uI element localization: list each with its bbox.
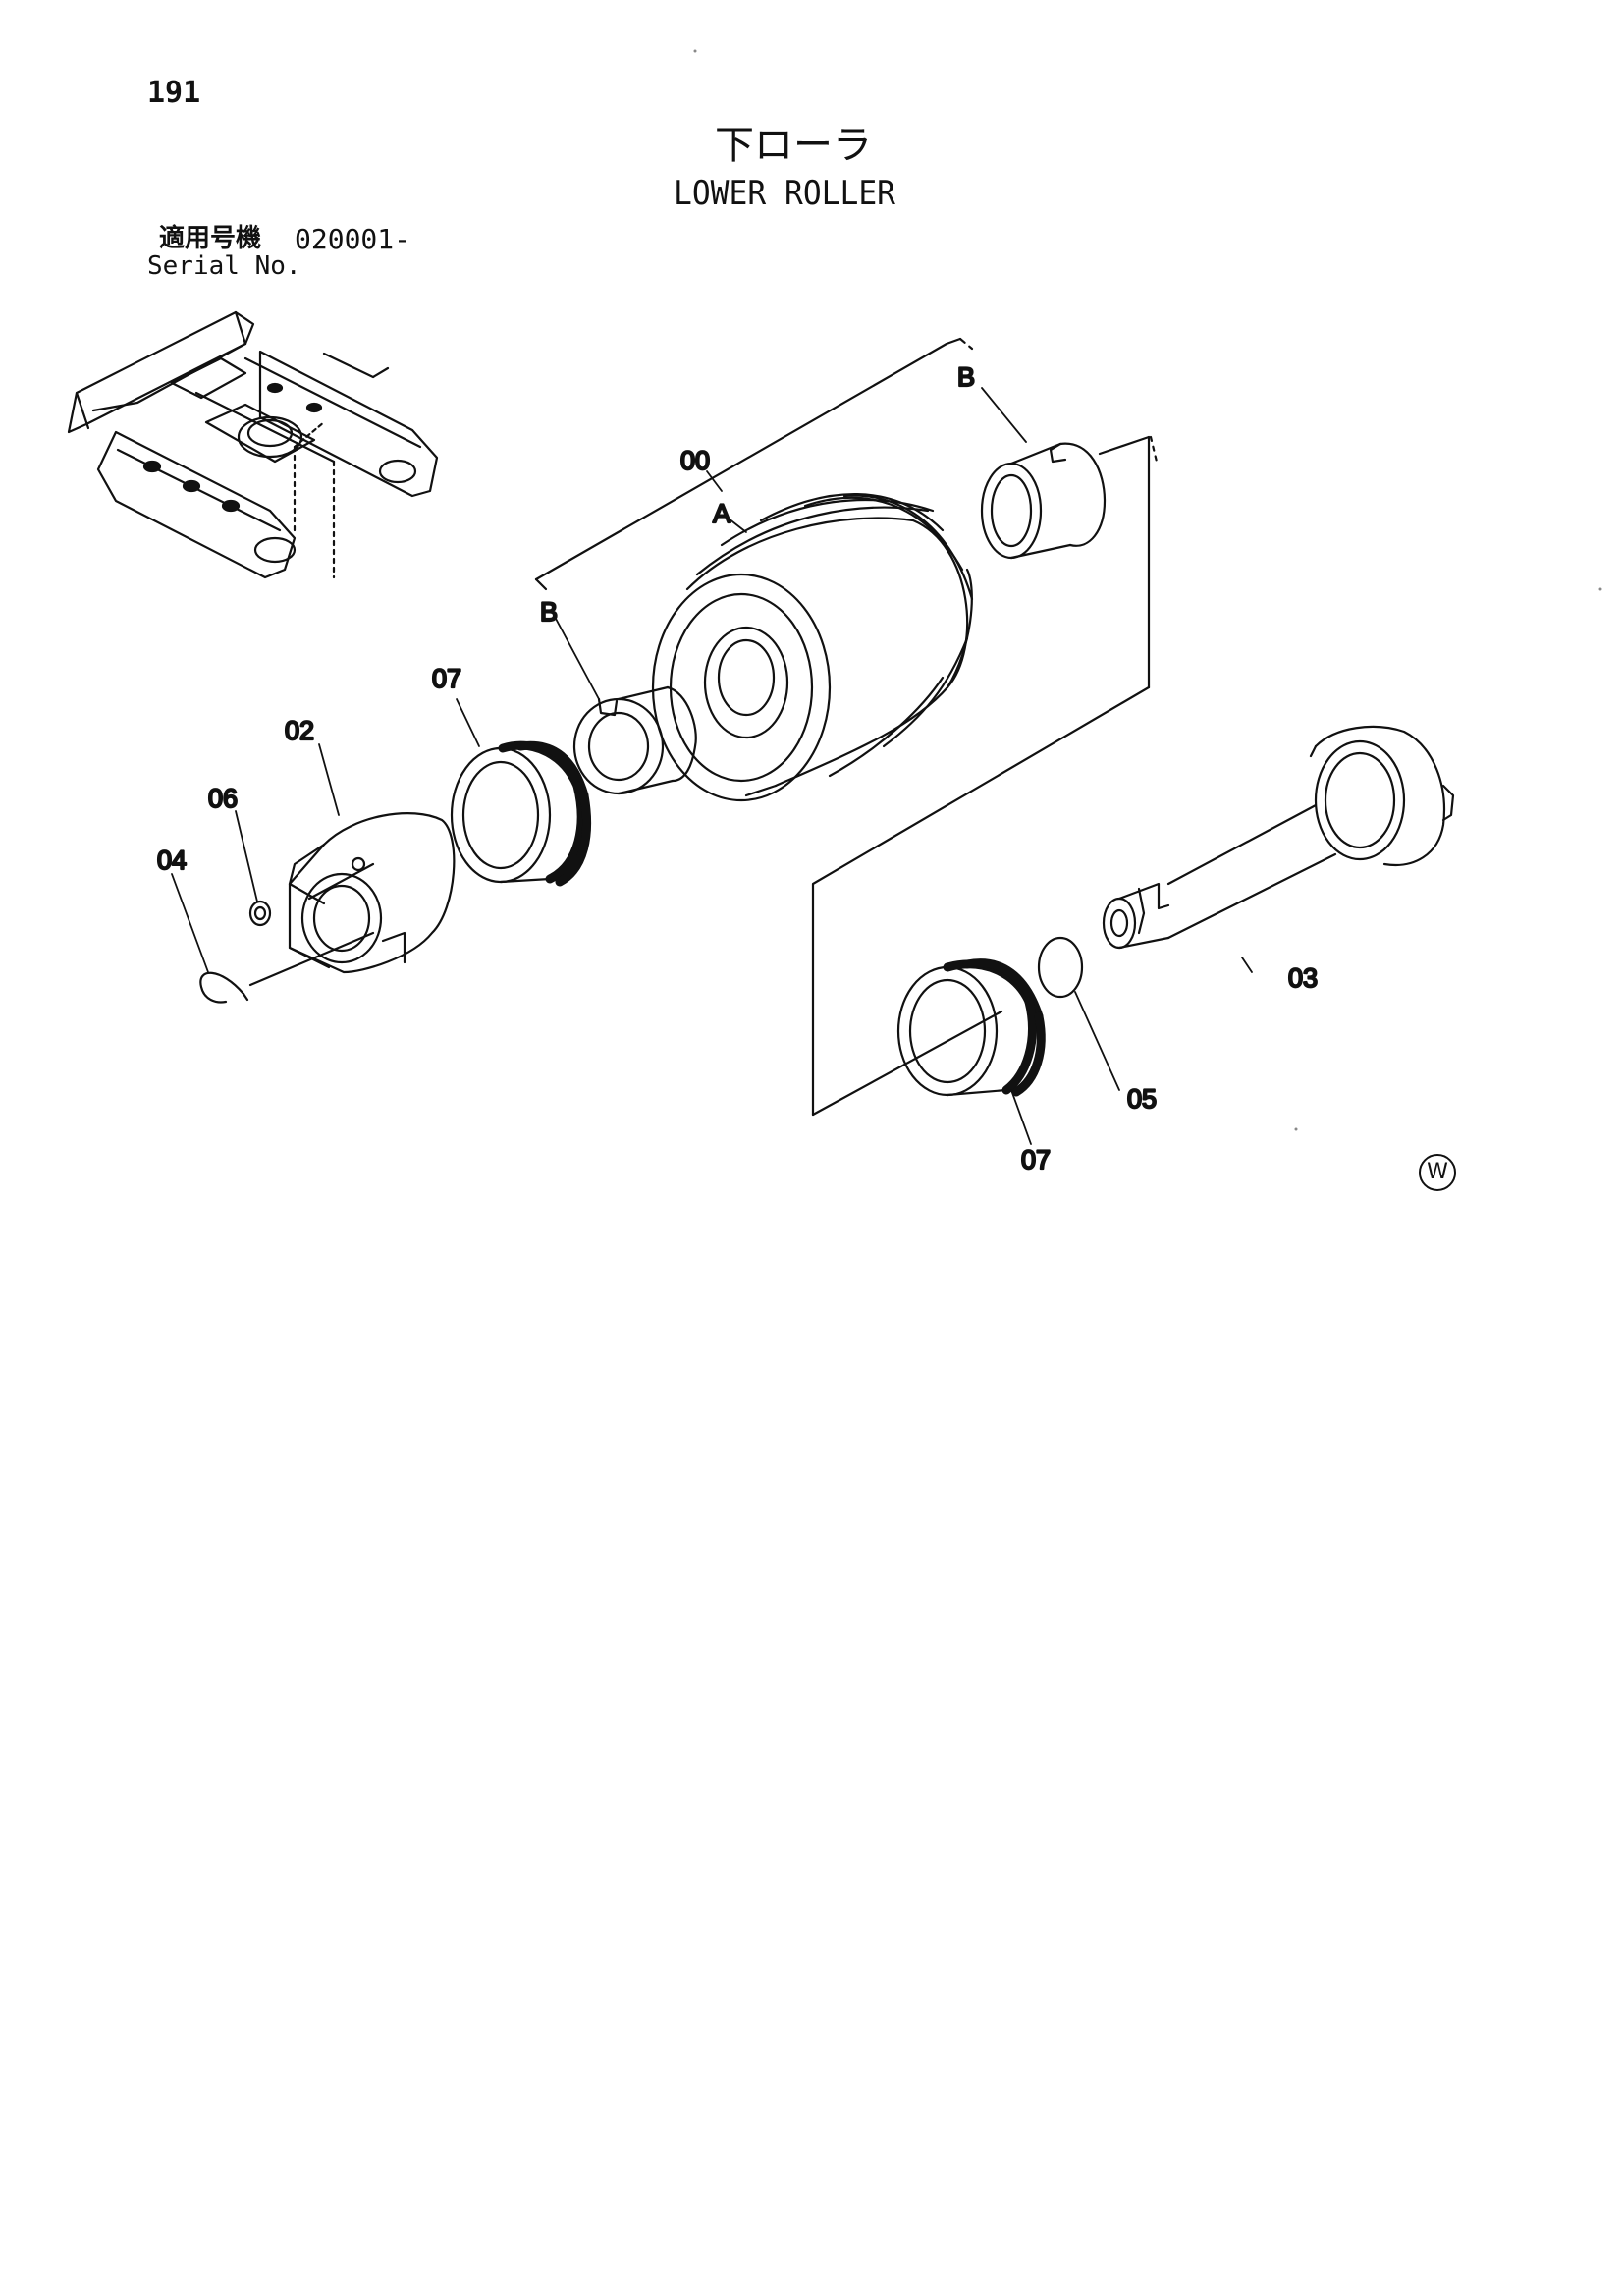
plug — [248, 900, 272, 927]
excavator-undercarriage-thumbnail — [67, 310, 439, 579]
ring-alignment-line — [248, 931, 375, 987]
callout-06: 06 — [208, 784, 238, 813]
bushing-left — [572, 685, 697, 795]
shaft — [1102, 725, 1455, 950]
collar — [288, 812, 456, 974]
callout-b-left: B — [540, 597, 558, 627]
page-number: 191 — [147, 76, 201, 110]
assembly-bracket-upper — [534, 337, 974, 591]
callout-07-upper: 07 — [432, 664, 461, 693]
callout-05: 05 — [1127, 1084, 1157, 1114]
bushing-right — [980, 442, 1107, 560]
callout-03: 03 — [1288, 963, 1318, 993]
title-japanese: 下ローラ — [715, 123, 872, 168]
callout-b-right: B — [957, 362, 975, 392]
callout-a: A — [713, 499, 730, 528]
scan-specks — [693, 49, 1602, 1131]
callout-02: 02 — [285, 716, 314, 745]
floating-seal-lower — [896, 958, 1046, 1097]
retaining-ring — [199, 971, 249, 1004]
serial-label-japanese: 適用号機 — [159, 224, 262, 253]
roller-body — [651, 493, 974, 802]
floating-seal-upper — [450, 740, 592, 887]
leader-lines — [171, 387, 1253, 1145]
w-circle-mark: W — [1419, 1154, 1456, 1191]
assembly-bracket-lower — [811, 435, 1159, 1117]
o-ring — [1037, 936, 1084, 999]
callout-07-lower: 07 — [1021, 1145, 1051, 1175]
serial-number-value: 020001- — [295, 223, 411, 255]
title-english: LOWER ROLLER — [674, 174, 895, 213]
callout-00: 00 — [680, 446, 710, 475]
serial-label-english: Serial No. — [147, 251, 301, 281]
callout-04: 04 — [157, 846, 187, 875]
